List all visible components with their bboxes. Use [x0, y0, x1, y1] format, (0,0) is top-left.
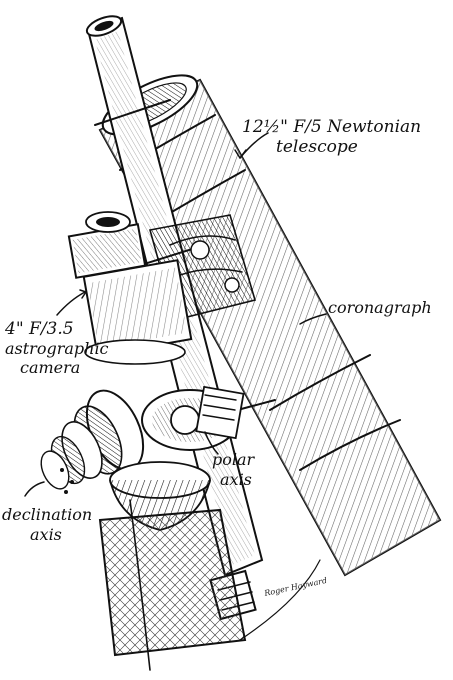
label-coronagraph: coronagraph — [328, 298, 432, 317]
label-telescope-line1: 12½" F/5 Newtonian — [242, 117, 421, 137]
label-polar-line2: axis — [220, 470, 252, 489]
leader-lines — [24, 132, 327, 497]
label-camera-line2: astrographic — [5, 339, 109, 358]
pier-base — [98, 461, 321, 671]
declination-axis-assembly — [40, 389, 145, 494]
label-camera-line3: camera — [20, 358, 80, 377]
polar-axis-assembly — [141, 385, 245, 451]
label-polar-line1: polar — [212, 450, 256, 469]
label-declination-line1: declination — [2, 505, 92, 524]
label-telescope-line2: telescope — [276, 137, 358, 157]
astrographic-camera — [67, 211, 193, 365]
label-camera-line1: 4" F/3.5 — [4, 319, 74, 339]
label-declination-line2: axis — [30, 525, 62, 544]
